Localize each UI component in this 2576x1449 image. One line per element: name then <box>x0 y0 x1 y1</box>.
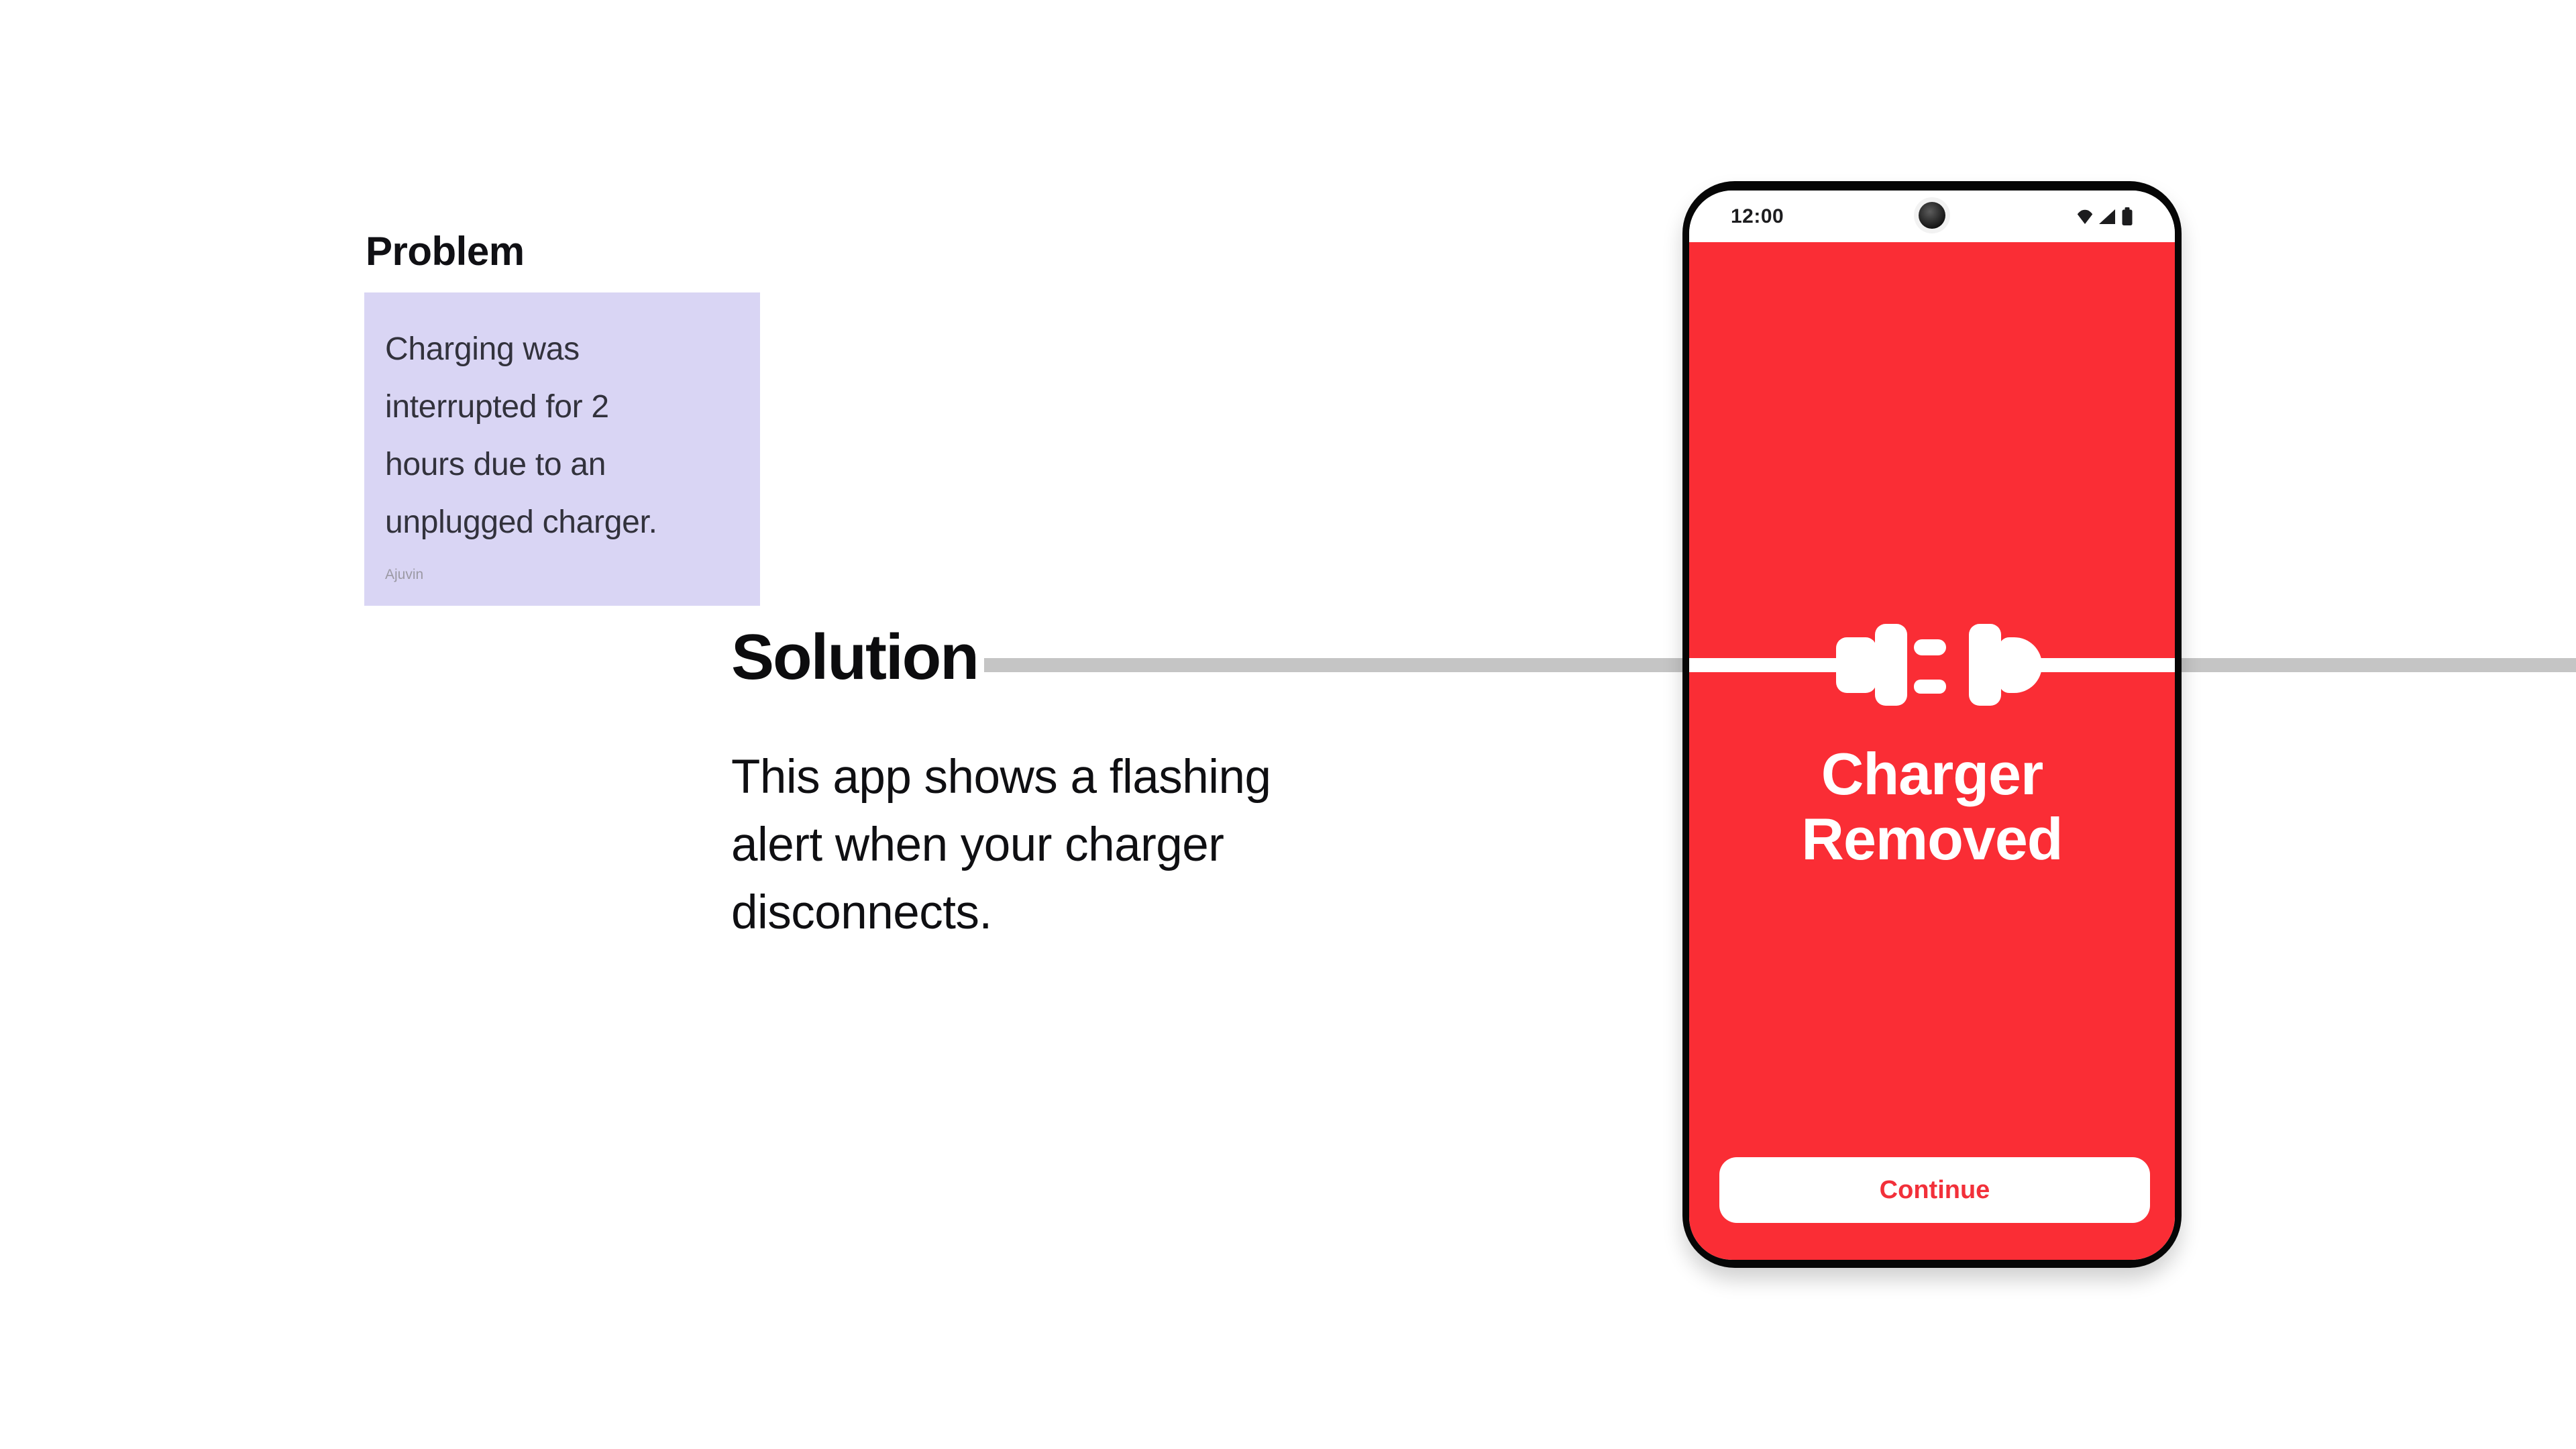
plug-left-face <box>1875 624 1907 706</box>
battery-icon <box>2121 207 2133 226</box>
alert-title: Charger Removed <box>1689 741 2175 871</box>
solution-heading: Solution <box>731 621 979 693</box>
socket-face <box>1969 624 2001 706</box>
camera-punch-hole <box>1919 202 1945 229</box>
wifi-icon <box>2077 208 2093 225</box>
note-text-line: unplugged charger. <box>385 504 657 540</box>
problem-note: Charging was interrupted for 2 hours due… <box>364 292 760 606</box>
problem-heading: Problem <box>366 229 525 274</box>
solution-body: This app shows a flashing alert when you… <box>731 743 1271 947</box>
note-text-line: hours due to an <box>385 447 606 482</box>
plug-prong-top <box>1914 639 1946 655</box>
status-bar: 12:00 <box>1689 191 2175 242</box>
status-icons <box>2077 207 2133 226</box>
plug-left-body <box>1836 637 1876 693</box>
solution-body-line: alert when your charger <box>731 818 1224 871</box>
socket-body <box>1999 637 2042 693</box>
note-author: Ajuvin <box>385 567 424 582</box>
charger-alert-screen: Charger Removed Continue <box>1689 242 2175 1260</box>
alert-title-line1: Charger <box>1821 741 2043 807</box>
continue-button[interactable]: Continue <box>1719 1157 2150 1223</box>
solution-body-line: disconnects. <box>731 886 992 939</box>
solution-body-line: This app shows a flashing <box>731 751 1271 804</box>
plug-prong-bottom <box>1914 680 1946 694</box>
phone-screen: 12:00 <box>1689 191 2175 1260</box>
note-text-line: interrupted for 2 <box>385 389 609 425</box>
phone-mockup: 12:00 <box>1682 181 2182 1268</box>
status-time: 12:00 <box>1731 205 1784 227</box>
note-text-line: Charging was <box>385 331 580 367</box>
alert-title-line2: Removed <box>1801 806 2063 872</box>
plug-cord-left <box>1689 658 1841 672</box>
signal-icon <box>2098 208 2116 225</box>
socket-cord-right <box>2038 658 2175 672</box>
